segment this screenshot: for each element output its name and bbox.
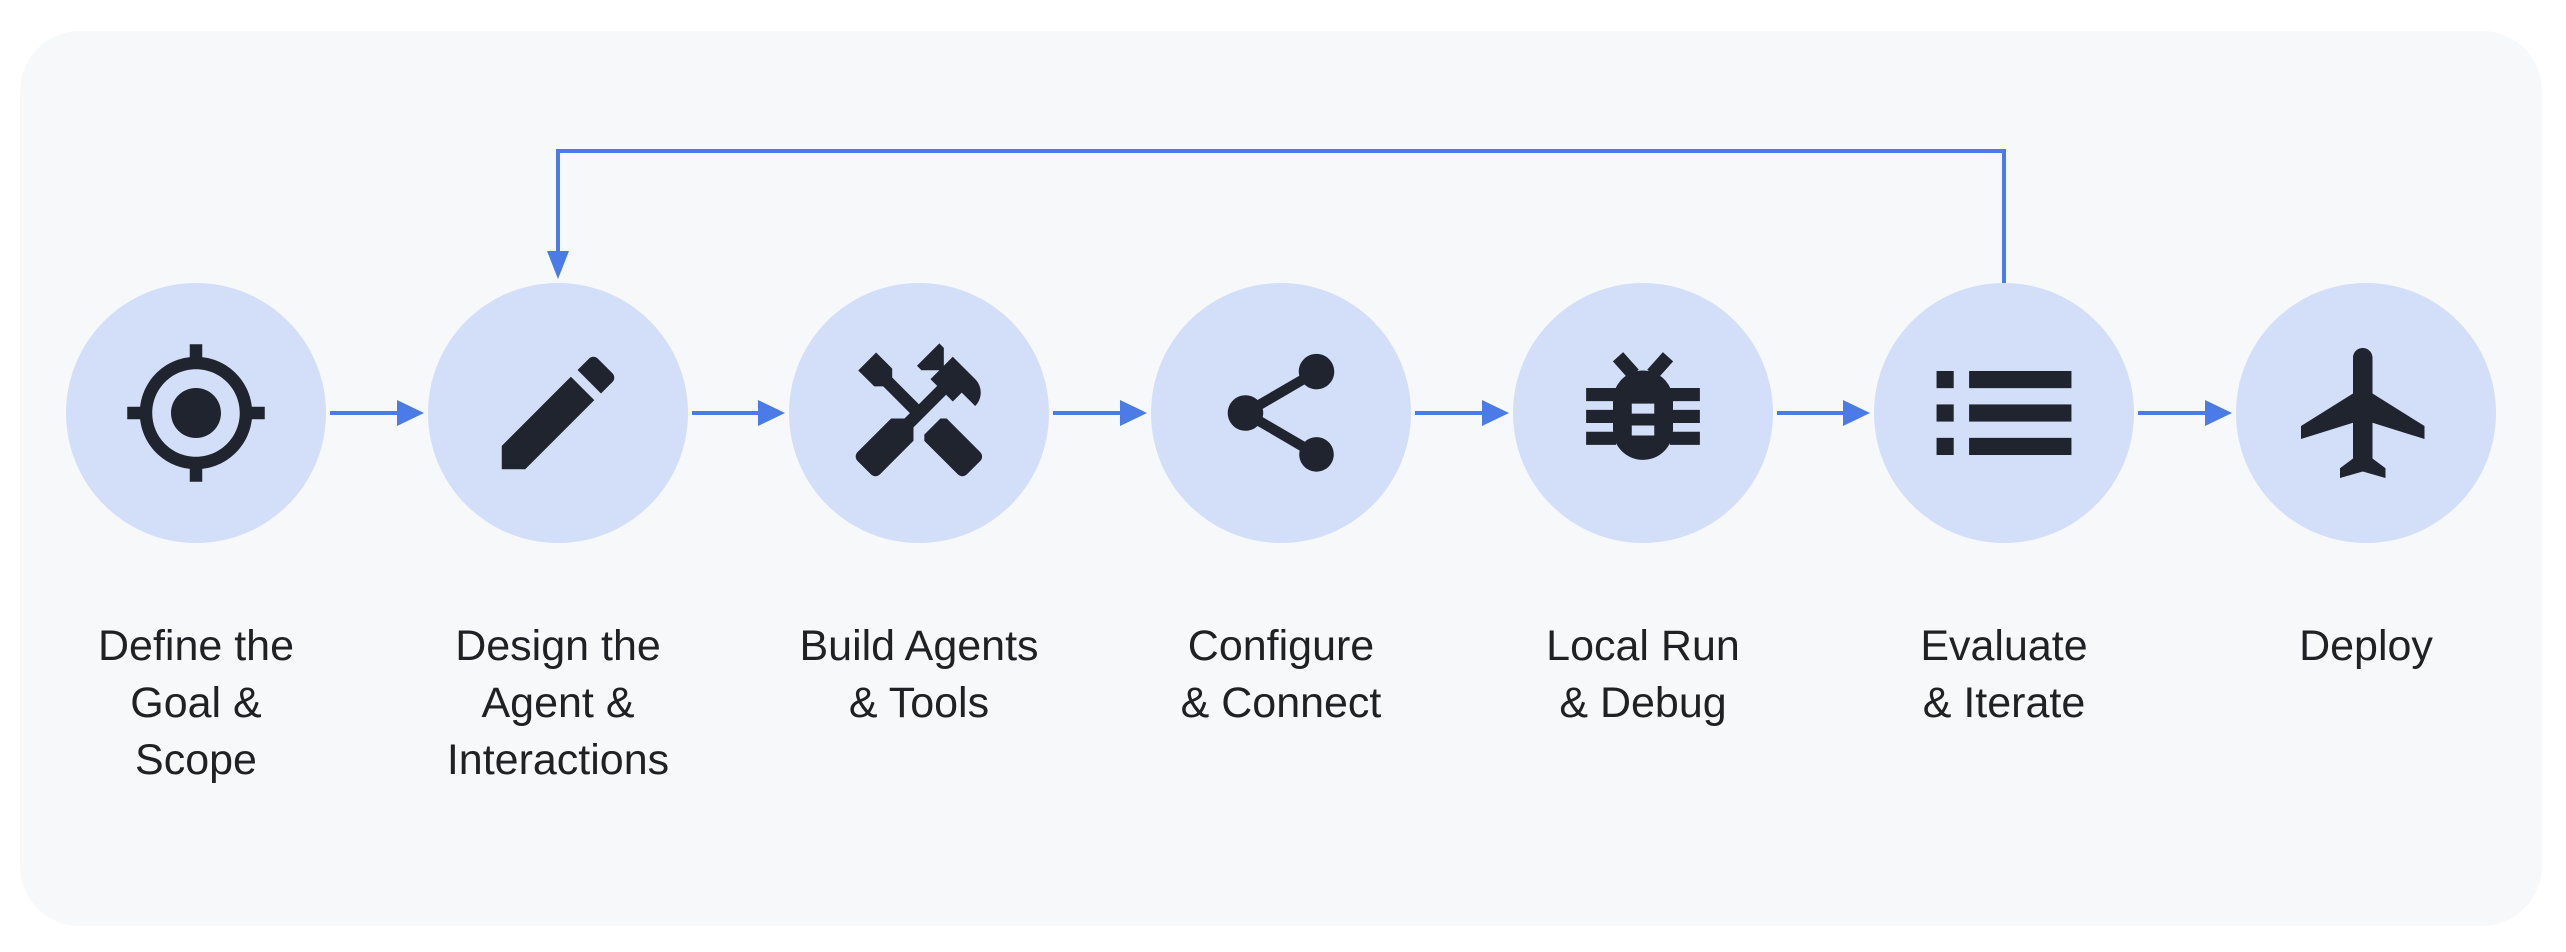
list-icon (1936, 370, 2072, 456)
tools-icon (855, 343, 983, 477)
pencil-icon (501, 356, 615, 470)
step-label-deploy: Deploy (2299, 622, 2433, 670)
bug-icon (1586, 352, 1700, 460)
step-label-configure-connect: Configure & Connect (1180, 622, 1382, 727)
step-circle-local-run-debug (1513, 283, 1773, 543)
step-circle-configure-connect (1151, 283, 1411, 543)
step-circle-deploy (2236, 283, 2496, 543)
step-circle-define-goal-scope (66, 283, 326, 543)
step-circle-evaluate-iterate (1874, 283, 2134, 543)
step-label-define-goal-scope: Define the Goal & Scope (97, 622, 295, 784)
step-label-local-run-debug: Local Run & Debug (1546, 622, 1740, 727)
target-icon (127, 344, 265, 482)
step-circle-build-agents-tools (789, 283, 1049, 543)
airplane-icon (2301, 348, 2425, 478)
step-label-build-agents-tools: Build Agents & Tools (799, 622, 1039, 727)
step-circle-design-agent-interactions (428, 283, 688, 543)
share-icon (1227, 353, 1335, 472)
step-label-evaluate-iterate: Evaluate & Iterate (1920, 622, 2088, 727)
step-label-design-agent-interactions: Design the Agent & Interactions (446, 622, 670, 784)
